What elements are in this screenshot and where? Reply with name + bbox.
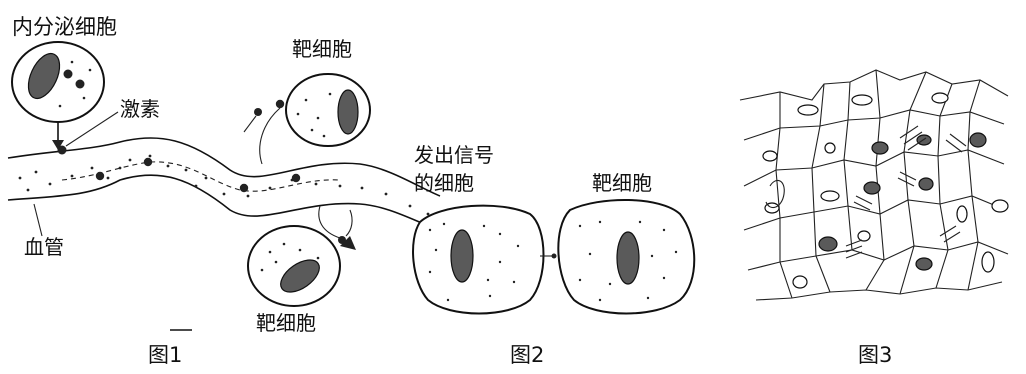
figure-1: 内分泌细胞 激素 xyxy=(7,15,441,367)
hormone-pointer-line xyxy=(65,111,119,147)
endocrine-cell-nucleus xyxy=(27,52,61,100)
endocrine-cell-label: 内分泌细胞 xyxy=(12,15,117,39)
target-cell-top xyxy=(285,73,371,147)
cell-network xyxy=(739,69,1009,301)
target-cell-bottom-label: 靶细胞 xyxy=(256,311,316,335)
endocrine-cell xyxy=(11,41,105,123)
figure-3-caption: 图3 xyxy=(858,343,892,367)
signal-cell xyxy=(412,204,545,315)
blood-vessel xyxy=(7,137,441,231)
target-cell-bottom xyxy=(247,225,341,307)
hormone-label: 激素 xyxy=(120,97,160,121)
signal-cell-label-line1: 发出信号 xyxy=(414,143,494,167)
figure-2-target-cell xyxy=(557,198,696,315)
synaptic-signals xyxy=(765,125,967,259)
vessel-label: 血管 xyxy=(24,235,64,259)
blood-particles xyxy=(18,154,430,216)
target-cell-top-label: 靶细胞 xyxy=(292,37,352,61)
figure-2-target-cell-label: 靶细胞 xyxy=(592,171,652,195)
signal-cell-label-line2: 的细胞 xyxy=(414,171,474,195)
cell-nuclei xyxy=(762,92,1009,289)
figure-2-caption: 图2 xyxy=(510,343,544,367)
figure-2: 发出信号 的细胞 靶细胞 图2 xyxy=(412,143,696,367)
vessel-pointer-line xyxy=(33,203,43,237)
figure-1-caption: 图1 xyxy=(148,343,182,367)
figure-3: 图3 xyxy=(739,69,1009,367)
